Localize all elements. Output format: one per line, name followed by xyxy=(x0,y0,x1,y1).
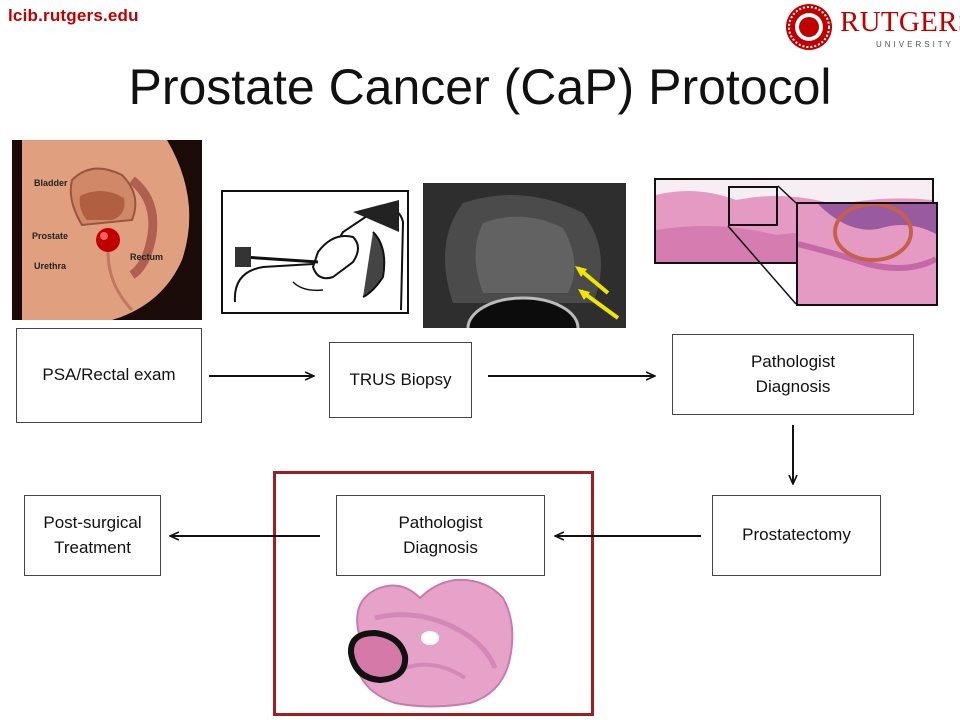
whole-mount-section xyxy=(345,578,518,710)
histology-zoom-box xyxy=(728,186,778,226)
site-url[interactable]: lcib.rutgers.edu xyxy=(8,6,139,25)
label-bladder: Bladder xyxy=(34,178,68,188)
rutgers-wordmark: RUTGERS xyxy=(840,6,960,38)
psa-rectal-exam-box: PSA/Rectal exam xyxy=(16,328,202,423)
rutgers-logo: RUTGERS UNIVERSITY xyxy=(784,2,960,52)
diagnosis-label: Diagnosis xyxy=(755,376,831,396)
highlight-frame xyxy=(273,471,594,716)
histology-zoom-inset xyxy=(796,202,938,306)
label-prostate: Prostate xyxy=(32,231,69,241)
pathologist-diagnosis-box-1: Pathologist Diagnosis xyxy=(672,334,914,415)
trus-biopsy-box: TRUS Biopsy xyxy=(329,342,472,418)
anatomy-illustration: Bladder Prostate Rectum Urethra xyxy=(12,140,202,320)
rutgers-university-label: UNIVERSITY xyxy=(876,40,955,49)
seal-icon xyxy=(786,4,832,50)
trus-biopsy-label: TRUS Biopsy xyxy=(349,369,452,389)
prostatectomy-box: Prostatectomy xyxy=(712,495,881,576)
post-surgical-label: Post-surgical xyxy=(43,512,142,532)
page-title: Prostate Cancer (CaP) Protocol xyxy=(128,59,832,115)
diagnosis-label: Diagnosis xyxy=(403,537,478,557)
pathologist-diagnosis-box-2: Pathologist Diagnosis xyxy=(336,495,545,576)
pathologist-label: Pathologist xyxy=(750,351,836,371)
post-surgical-treatment-box: Post-surgical Treatment xyxy=(24,495,161,576)
psa-rectal-exam-label: PSA/Rectal exam xyxy=(42,365,176,385)
ultrasound-image xyxy=(423,183,626,328)
label-urethra: Urethra xyxy=(34,261,67,271)
pathologist-label: Pathologist xyxy=(398,512,483,532)
treatment-label: Treatment xyxy=(54,537,131,557)
label-rectum: Rectum xyxy=(130,252,164,262)
trus-biopsy-sketch xyxy=(221,190,409,314)
prostatectomy-label: Prostatectomy xyxy=(742,525,851,545)
